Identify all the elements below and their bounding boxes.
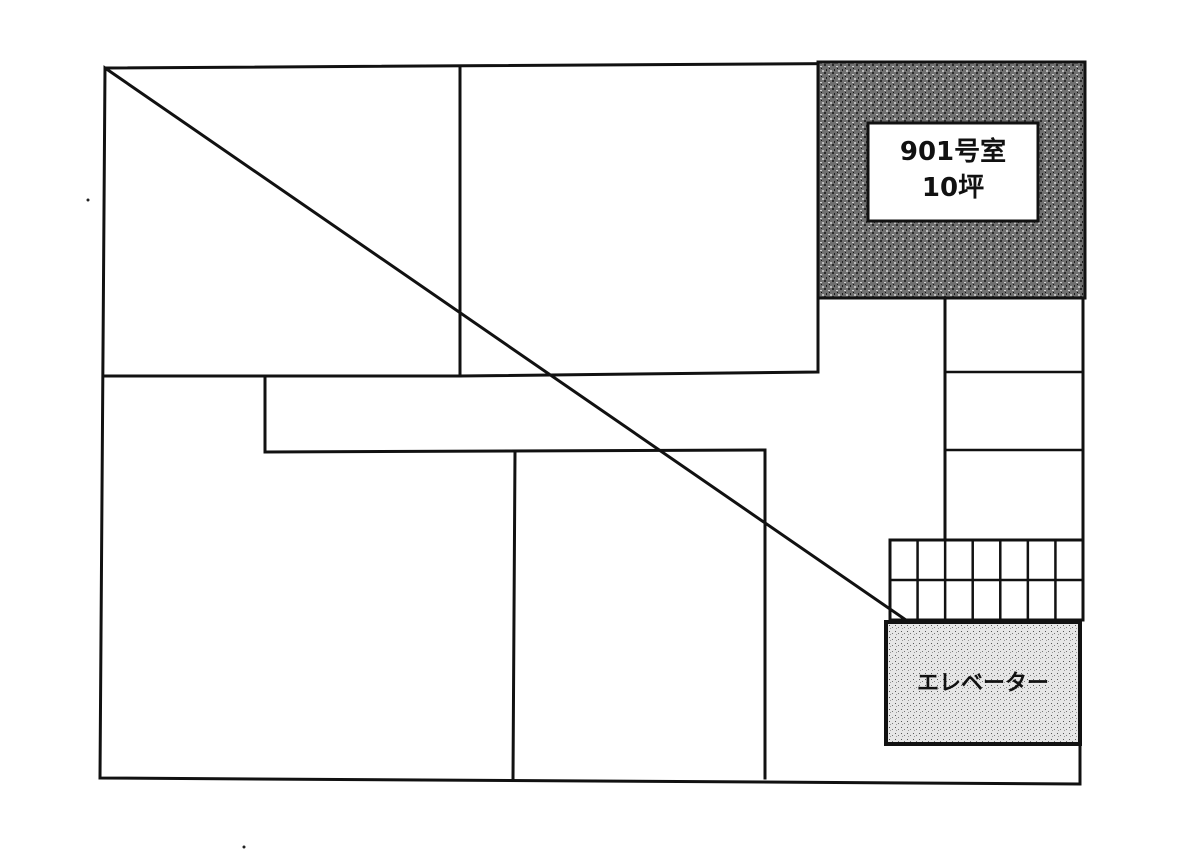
elevator-label: エレベーター [917, 671, 1049, 696]
unit-area-label: 10坪 [922, 173, 984, 203]
unit-901-label-box [866, 121, 1040, 223]
scan-speck [242, 845, 246, 849]
room-top-middle [458, 296, 820, 378]
elevator-area [884, 620, 1082, 746]
stairs-step-lines [916, 540, 1057, 620]
room-top-left [103, 66, 462, 378]
scan-speck [86, 198, 90, 202]
unit-number-label: 901号室 [900, 136, 1006, 167]
room-bottom-divider [511, 450, 517, 780]
